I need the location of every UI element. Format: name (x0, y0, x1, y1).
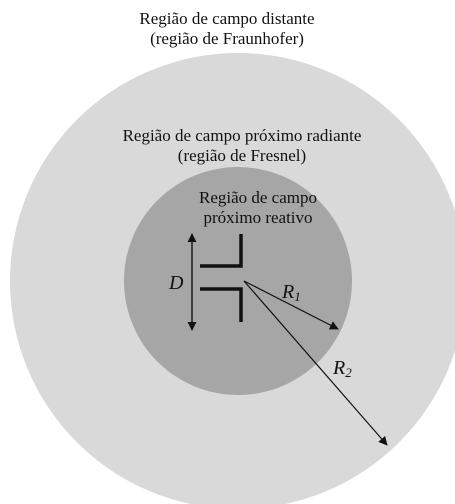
dipole-antenna-icon (200, 234, 243, 322)
far-field-label-line1: Região de campo distante (139, 9, 315, 28)
radiating-near-field-label: Região de campo próximo radiante (região… (77, 126, 407, 166)
radius-r1-subscript: 1 (294, 289, 301, 304)
radius-r2-label: R2 (333, 357, 352, 384)
antenna-lower-arm (200, 287, 243, 322)
reactive-near-field-label-line2: próximo reativo (203, 208, 313, 227)
reactive-near-field-label: Região de campo próximo reativo (150, 188, 366, 228)
radius-r2-subscript: 2 (345, 365, 352, 380)
radius-r2-arrow (243, 280, 388, 446)
radius-r1-label: R1 (282, 281, 301, 308)
reactive-near-field-label-line1: Região de campo (198, 188, 317, 207)
radius-r2-symbol: R (333, 357, 346, 379)
reactive-near-field-region (124, 167, 352, 395)
antenna-upper-arm (200, 234, 243, 268)
radiating-near-field-label-line1: Região de campo próximo radiante (122, 126, 362, 145)
radiating-near-field-label-line2: (região de Fresnel) (177, 146, 307, 165)
radius-r1-arrow (243, 280, 339, 330)
radius-r1-symbol: R (282, 281, 295, 303)
far-field-label: Região de campo distante (região de Frau… (77, 9, 377, 49)
far-field-label-line2: (região de Fraunhofer) (150, 29, 304, 48)
dimension-d-label: D (169, 272, 184, 294)
